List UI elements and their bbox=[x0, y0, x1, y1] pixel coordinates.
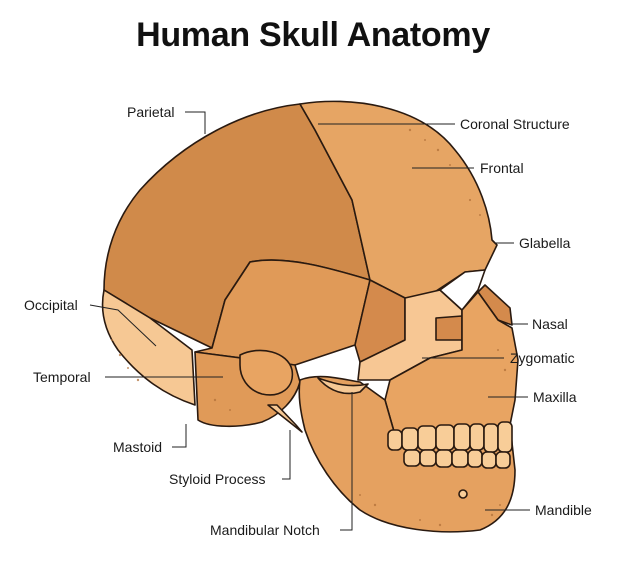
orbit-opening bbox=[439, 269, 486, 311]
ear-canal bbox=[239, 349, 294, 396]
label-zygomatic: Zygomatic bbox=[510, 350, 575, 366]
styloid-process bbox=[267, 404, 303, 433]
label-occipital: Occipital bbox=[24, 297, 78, 313]
lacrimal-bone bbox=[435, 315, 463, 341]
label-frontal: Frontal bbox=[480, 160, 524, 176]
label-temporal: Temporal bbox=[33, 369, 91, 385]
label-mandibular-notch: Mandibular Notch bbox=[210, 522, 320, 538]
label-styloid: Styloid Process bbox=[169, 471, 265, 487]
label-coronal: Coronal Structure bbox=[460, 116, 570, 132]
label-mastoid: Mastoid bbox=[113, 439, 162, 455]
lower-teeth bbox=[403, 449, 511, 469]
label-mandible: Mandible bbox=[535, 502, 592, 518]
mental-foramen bbox=[458, 489, 468, 499]
label-maxilla: Maxilla bbox=[533, 389, 577, 405]
bone-texture bbox=[111, 128, 507, 527]
diagram-title: Human Skull Anatomy bbox=[136, 16, 490, 54]
nasal-bone bbox=[477, 284, 513, 326]
occipital-bone bbox=[101, 289, 196, 406]
label-nasal: Nasal bbox=[532, 316, 568, 332]
leader-lines bbox=[89, 111, 530, 531]
label-parietal: Parietal bbox=[127, 104, 174, 120]
mandibular-notch bbox=[317, 377, 369, 395]
label-glabella: Glabella bbox=[519, 235, 571, 251]
